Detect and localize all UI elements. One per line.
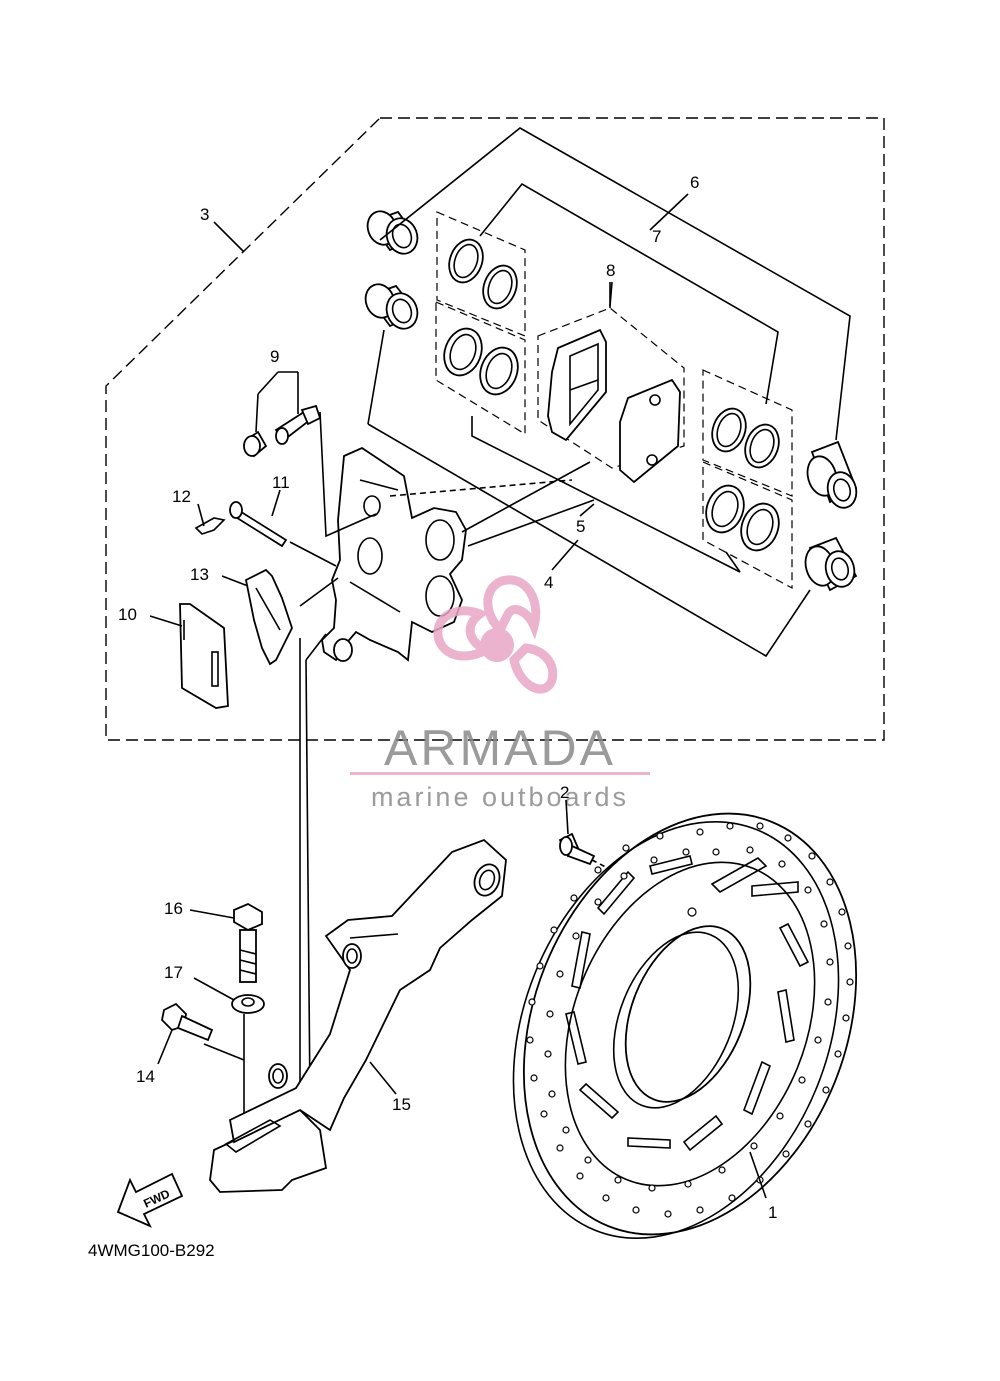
watermark-brand: ARMADA bbox=[384, 720, 616, 776]
disc-slots bbox=[565, 855, 810, 1152]
callout-12: 12 bbox=[172, 487, 191, 506]
callout-6: 6 bbox=[690, 173, 699, 192]
piston-mid-left bbox=[364, 283, 419, 330]
seal-kits bbox=[435, 211, 793, 590]
diagram-code: 4WMG100-B292 bbox=[88, 1241, 215, 1260]
callout-14: 14 bbox=[136, 1067, 155, 1086]
pad-pin-clip bbox=[194, 517, 226, 535]
piston-bottom-right bbox=[804, 536, 858, 592]
bracket-bolt bbox=[161, 1002, 214, 1042]
callout-16: 16 bbox=[164, 899, 183, 918]
callout-2: 2 bbox=[560, 783, 569, 802]
callout-1: 1 bbox=[768, 1203, 777, 1222]
fwd-arrow-icon: FWD bbox=[116, 1172, 184, 1228]
callout-9: 9 bbox=[270, 347, 279, 366]
caliper-body bbox=[321, 446, 467, 662]
callout-3: 3 bbox=[200, 205, 209, 224]
watermark-tagline: marine outboards bbox=[371, 782, 629, 812]
pad-spring bbox=[244, 568, 293, 666]
bleed-screw bbox=[274, 404, 322, 445]
pistons bbox=[364, 210, 858, 592]
callout-11: 11 bbox=[272, 473, 290, 492]
callout-4: 4 bbox=[544, 573, 553, 592]
propeller-icon bbox=[433, 575, 558, 694]
brake-pad-left bbox=[547, 328, 607, 442]
pad-shim bbox=[179, 603, 229, 709]
brake-pad-kit bbox=[537, 307, 685, 484]
callout-leaders bbox=[149, 193, 767, 1199]
callout-15: 15 bbox=[392, 1095, 411, 1114]
callout-labels: 1 2 3 4 5 6 7 8 9 10 11 12 13 14 15 16 1… bbox=[118, 173, 777, 1222]
brake-disc bbox=[512, 812, 858, 1240]
pad-pin bbox=[229, 501, 288, 548]
bleed-cap bbox=[243, 430, 268, 458]
caliper-bracket bbox=[209, 838, 507, 1193]
leader-lines bbox=[203, 127, 851, 1140]
o-rings bbox=[443, 238, 780, 552]
brake-pad-right bbox=[619, 378, 681, 484]
callout-17: 17 bbox=[164, 963, 183, 982]
callout-8: 8 bbox=[606, 261, 615, 280]
disc-holes bbox=[526, 822, 854, 1218]
piston-top-left bbox=[366, 210, 419, 255]
mounting-bolt bbox=[233, 902, 263, 983]
bleed-screw-set bbox=[243, 371, 322, 458]
piston-top-right bbox=[806, 440, 858, 509]
callout-13: 13 bbox=[190, 565, 209, 584]
callout-5: 5 bbox=[576, 517, 585, 536]
caliper-assembly-enclosure bbox=[105, 117, 885, 741]
callout-7: 7 bbox=[652, 227, 661, 246]
armada-logo: ARMADA marine outboards bbox=[350, 575, 650, 812]
washer bbox=[231, 994, 265, 1014]
disc-bolt bbox=[558, 832, 596, 866]
callout-10: 10 bbox=[118, 605, 137, 624]
